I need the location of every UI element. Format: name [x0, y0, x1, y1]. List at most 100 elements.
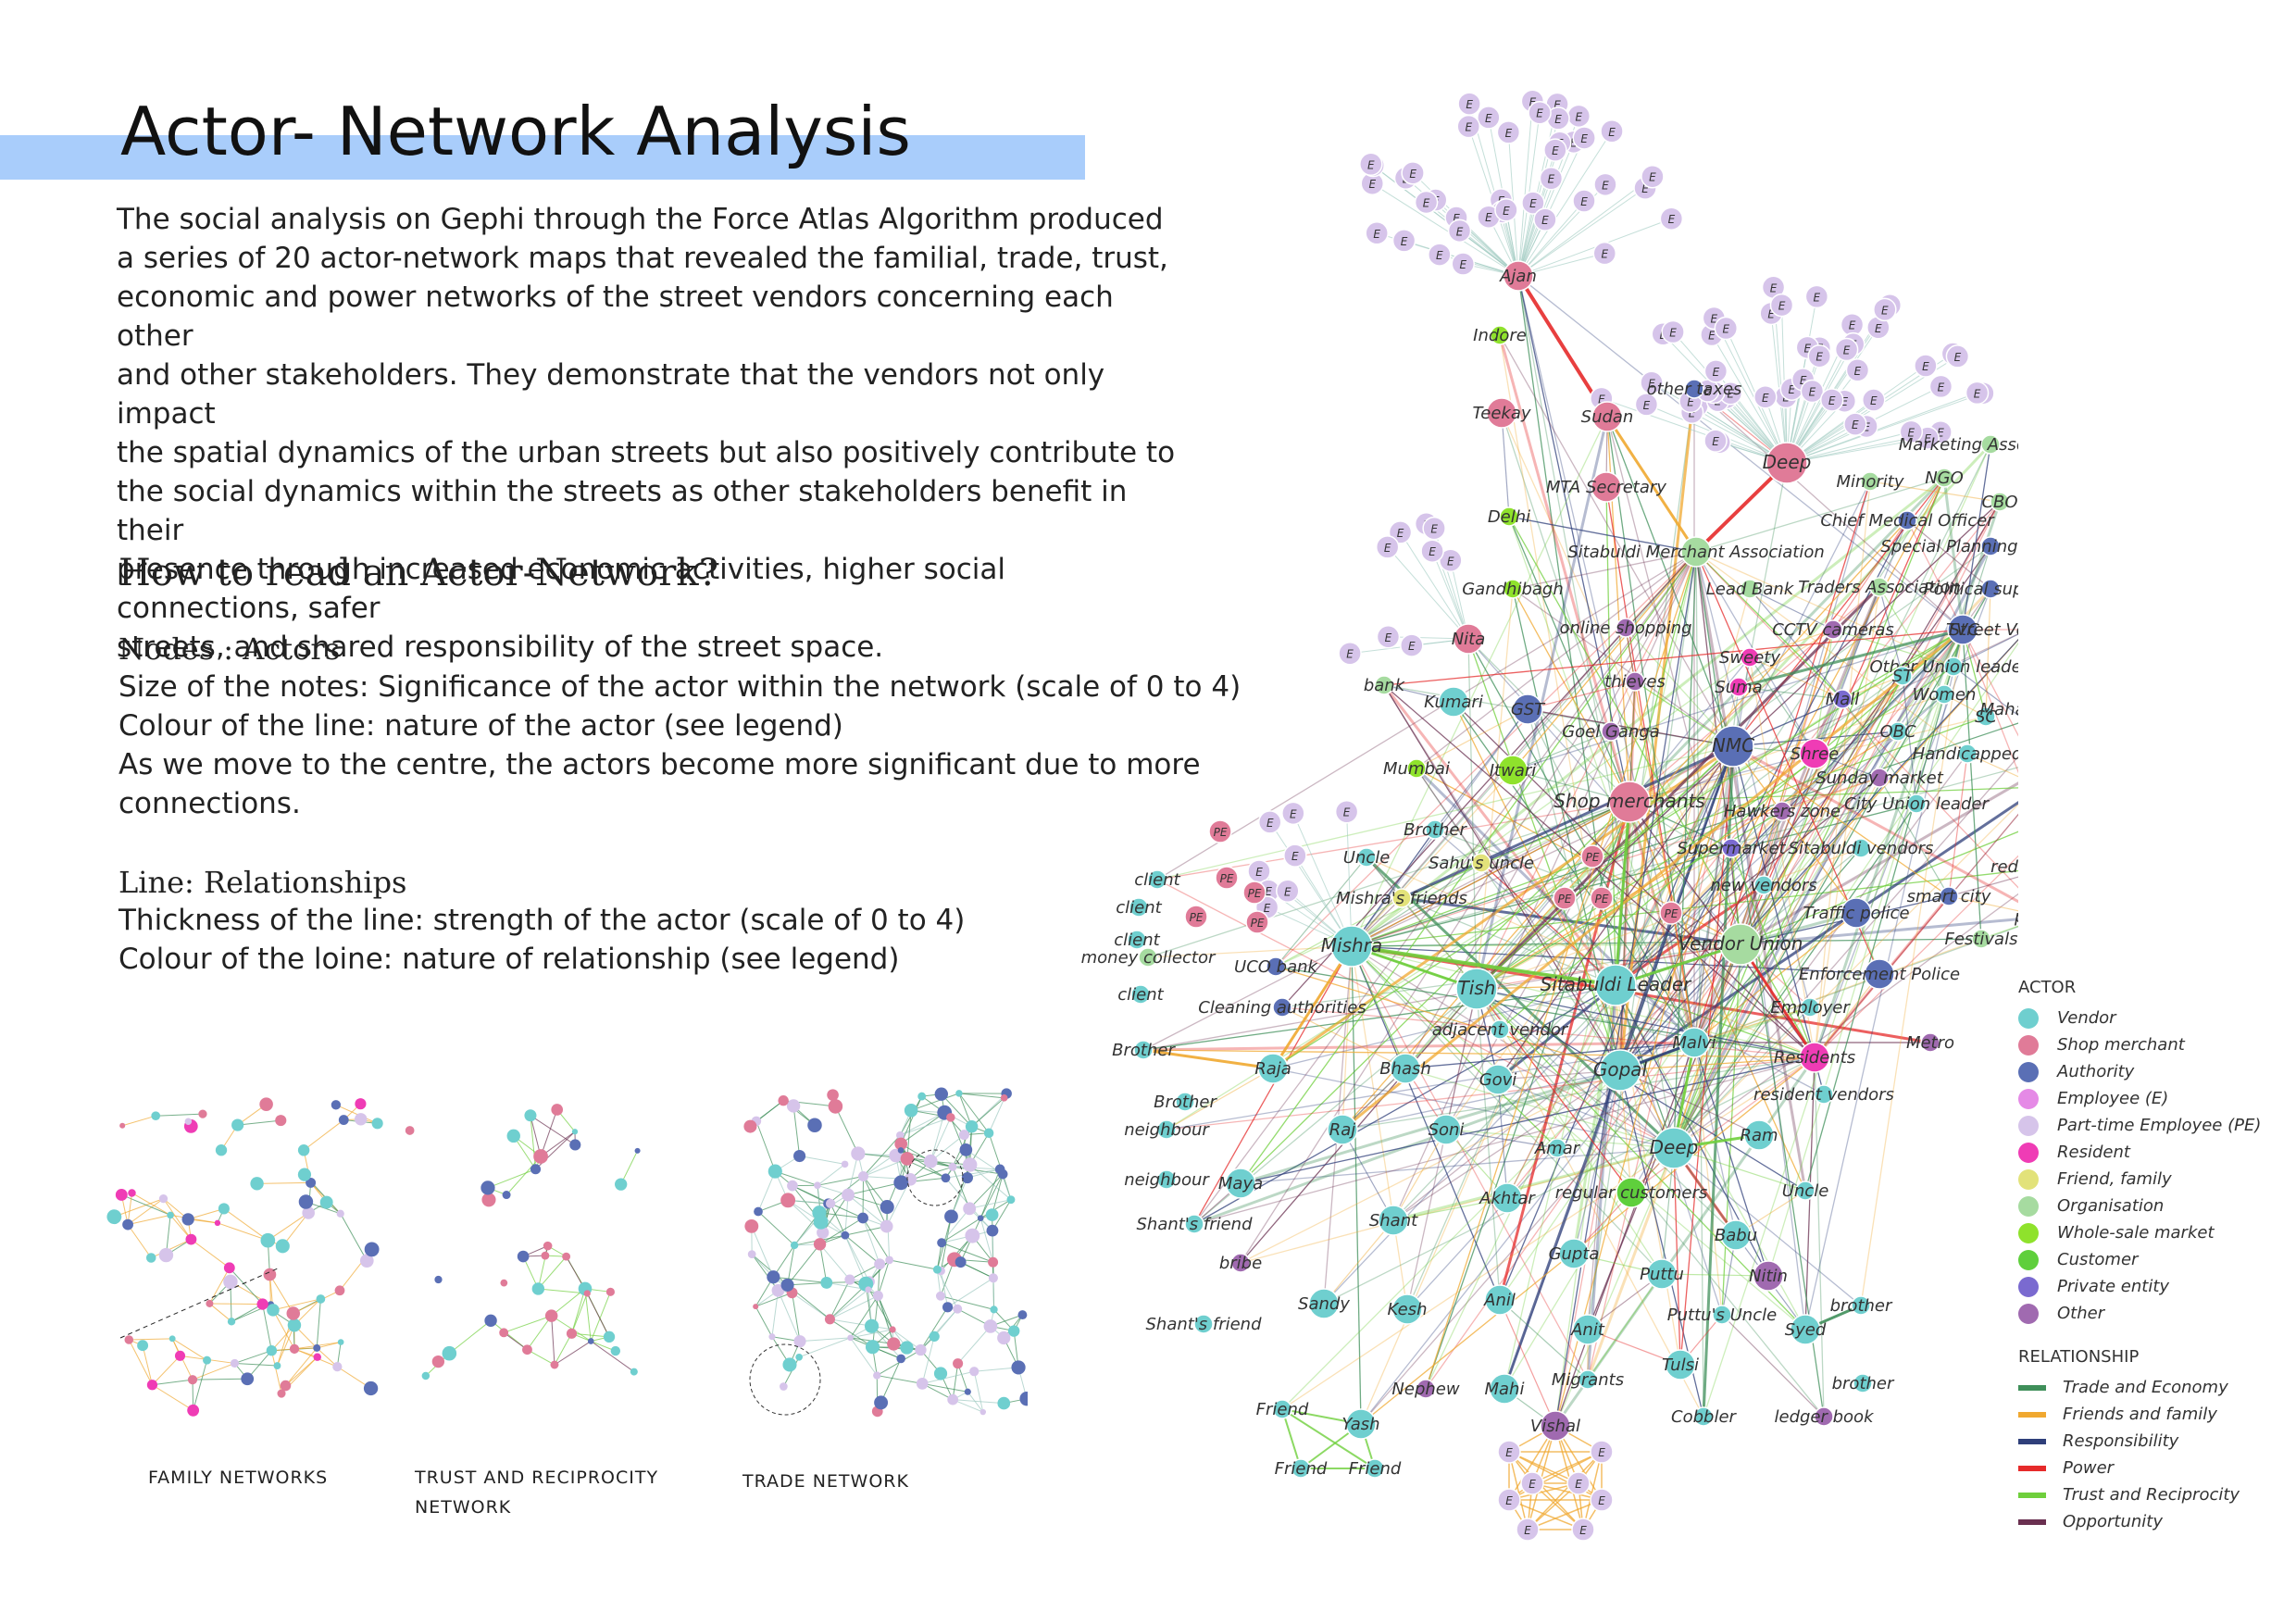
thumbnail-edge: [834, 1106, 859, 1155]
thumbnail-edge: [822, 1194, 849, 1233]
network-edge-strong: [1351, 944, 1478, 991]
thumbnail-node: [955, 1090, 963, 1097]
network-edge: [1351, 945, 1806, 1330]
thumbnail-node: [790, 1241, 799, 1250]
thumbnail-edge: [967, 1391, 984, 1413]
thumbnail-edge: [940, 1270, 949, 1307]
thumbnail-node: [872, 1290, 883, 1301]
network-node: [1678, 1027, 1710, 1058]
network-edge: [1619, 588, 1751, 1071]
employee-node: [1401, 161, 1425, 185]
thumbnail-edge: [844, 1234, 880, 1265]
network-node: [1684, 379, 1704, 399]
thumbnail-edge: [941, 1207, 970, 1243]
thumbnail-edge: [906, 1110, 912, 1159]
thumbnail-edge: [876, 1349, 921, 1377]
employee-node: [1283, 843, 1307, 868]
network-edge: [1383, 684, 1816, 1058]
thumbnail-node: [319, 1195, 333, 1209]
network-node: [1832, 689, 1853, 709]
thumbnail-node: [522, 1344, 532, 1355]
legend-relationship-heading: RELATIONSHIP: [2018, 1347, 2140, 1367]
employee-node: [1521, 191, 1545, 215]
thumbnail-edge: [209, 1303, 263, 1305]
network-edge: [1504, 551, 1697, 1390]
thumbnail-node: [969, 1367, 980, 1377]
network-edge: [1749, 629, 1834, 658]
network-edge: [1497, 745, 1734, 1081]
legend-relationship-swatch: [2018, 1438, 2046, 1444]
network-edge: [1767, 629, 1964, 1277]
thumbnail-node: [885, 1255, 894, 1265]
network-edge: [1475, 585, 1881, 991]
employee-node-label: E: [1641, 182, 1649, 195]
network-edge: [1508, 516, 1630, 803]
thumbnail-node: [480, 1181, 495, 1195]
thumbnail-edge: [540, 1109, 558, 1157]
thumbnail-node: [499, 1328, 509, 1338]
network-edge: [1416, 768, 1482, 864]
thumbnail-node: [894, 1137, 908, 1151]
network-node-label: CCTV cameras: [1772, 620, 1894, 640]
network-node-label: Migrants: [1552, 1370, 1624, 1390]
thumbnail-node: [313, 1353, 321, 1361]
network-edge: [1341, 945, 1353, 1131]
employee-node-label: E: [1367, 158, 1375, 171]
legend-relationship-swatch: [2018, 1465, 2046, 1471]
employee-node: [1494, 198, 1518, 222]
network-node: [1156, 1119, 1177, 1140]
employee-node-label: E: [1505, 1494, 1513, 1507]
network-node-label: Sitabuldi Merchant Association: [1567, 543, 1825, 562]
network-node-label: Mall: [1826, 690, 1860, 709]
network-edge: [1587, 745, 1734, 1380]
employee-node-label: E: [1723, 323, 1730, 336]
thumbnail-node: [603, 1330, 616, 1343]
network-node: [1599, 1049, 1641, 1092]
thumbnail-edge: [877, 1295, 894, 1344]
network-edge: [1499, 334, 1621, 1071]
employee-node: [1376, 625, 1401, 649]
thumbnail-node: [605, 1287, 615, 1296]
thumbnail-node: [814, 1181, 821, 1190]
employee-node: [1497, 1440, 1521, 1464]
network-edge: [1732, 744, 2018, 904]
network-node-label: Ajan: [1499, 267, 1537, 286]
network-edge-strong: [1351, 944, 1616, 987]
employee-node-label: E: [1938, 381, 1945, 394]
pe-node-label: PE: [1251, 917, 1265, 930]
network-edge: [1499, 1299, 1589, 1380]
employee-node-label: E: [1648, 377, 1655, 390]
thumbnail-edge: [188, 1207, 225, 1220]
network-edge-employee: [1786, 437, 1928, 464]
employee-node: [1414, 190, 1439, 215]
legend-actor-item: Private entity: [2018, 1273, 2261, 1300]
pe-node-label: PE: [1586, 851, 1600, 864]
legend-actor-label: Private entity: [2057, 1277, 2170, 1296]
network-node-label: Malvi: [1672, 1033, 1716, 1053]
network-edge: [1406, 801, 1630, 1310]
employee-node: [1497, 1488, 1521, 1512]
network-node-label: Mahi: [1485, 1380, 1525, 1399]
network-edge: [1272, 1068, 1675, 1149]
thumbnail-edge: [142, 1345, 153, 1385]
thumbnail-node: [953, 1358, 964, 1369]
network-edge: [1415, 767, 1696, 1044]
thumbnail-node: [865, 1286, 872, 1293]
thumbnail-edge: [751, 1226, 774, 1278]
network-edge-employee: [1426, 202, 1519, 277]
legend-actor-label: Organisation: [2057, 1196, 2165, 1216]
network-edge: [1814, 586, 1880, 1058]
network-node-label: money collector: [1081, 948, 1217, 968]
network-edge: [1606, 416, 1734, 747]
network-node: [1800, 997, 1820, 1018]
network-node: [1892, 666, 1913, 686]
employee-node-label: E: [1924, 432, 1931, 445]
thumbnail-node: [828, 1099, 843, 1114]
network-edge: [1732, 745, 1950, 897]
network-node-label: ledger book: [1775, 1407, 1876, 1427]
caption-family-networks: FAMILY NETWORKS: [148, 1468, 329, 1488]
thumbnail-node: [145, 1253, 156, 1263]
thumbnail-node: [106, 1209, 122, 1225]
thumbnail-node: [965, 1228, 980, 1243]
thumbnail-edge: [830, 1318, 872, 1327]
